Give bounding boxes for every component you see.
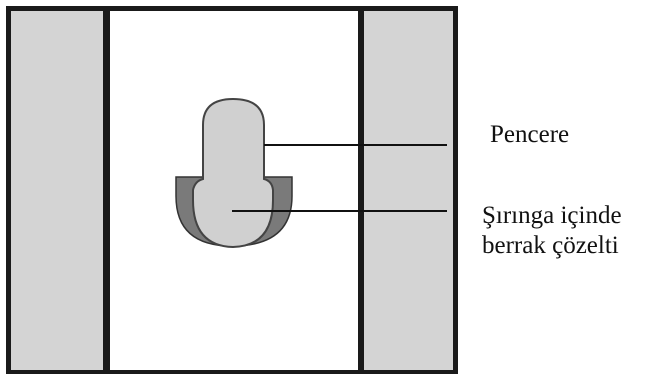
label-solution-line2: berrak çözelti [482, 232, 619, 259]
window-body [192, 97, 274, 249]
label-solution-line1: Şırınga içinde [482, 202, 622, 229]
left-panel [11, 11, 103, 370]
label-syringe-solution: Şırınga içinde berrak çözelti [482, 201, 622, 261]
label-window: Pencere [490, 121, 570, 148]
right-panel [364, 11, 453, 370]
